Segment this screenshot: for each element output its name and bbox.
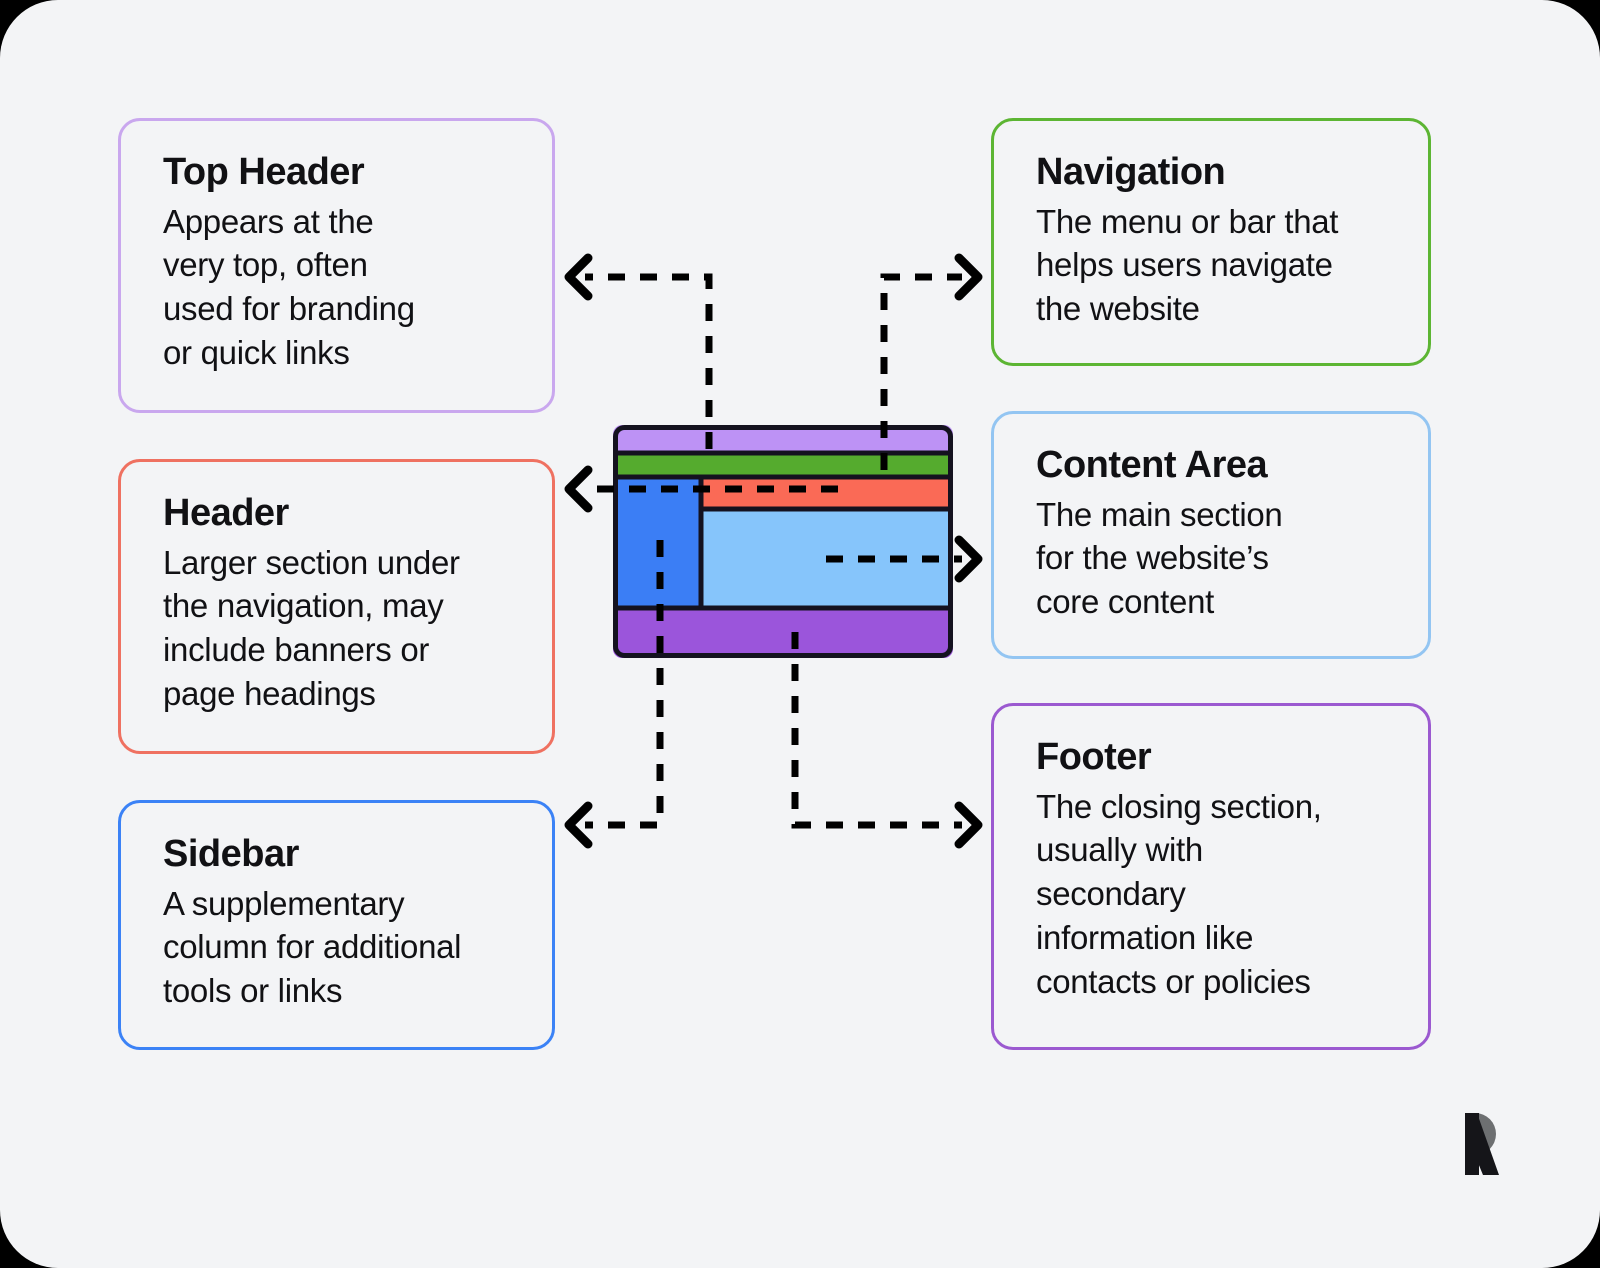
card-top-header-description: Appears at the very top, often used for … bbox=[163, 202, 415, 372]
wireframe-sidebar-column bbox=[613, 477, 701, 608]
card-sidebar[interactable]: Sidebar A supplementary column for addit… bbox=[118, 800, 555, 1050]
wireframe-footer-band bbox=[613, 608, 953, 658]
connector-top-header bbox=[585, 273, 713, 449]
card-sidebar-description: A supplementary column for additional to… bbox=[163, 884, 462, 1010]
navigation-arrow-icon bbox=[954, 253, 983, 301]
wireframe-navigation-band bbox=[613, 453, 953, 477]
content-area-arrow-icon bbox=[954, 535, 983, 583]
card-header[interactable]: Header Larger section under the navigati… bbox=[118, 459, 555, 754]
card-navigation-title: Navigation bbox=[1036, 151, 1226, 193]
card-header-description: Larger section under the navigation, may… bbox=[163, 543, 460, 713]
card-footer-description: The closing section, usually with second… bbox=[1036, 787, 1322, 1001]
brand-logo-r-icon bbox=[1465, 1113, 1499, 1175]
card-footer[interactable]: Footer The closing section, usually with… bbox=[991, 703, 1431, 1050]
wireframe-content-area bbox=[701, 509, 953, 608]
wireframe-header-band bbox=[701, 477, 953, 509]
card-content-area-title: Content Area bbox=[1036, 444, 1268, 486]
card-content-area[interactable]: Content Area The main section for the we… bbox=[991, 411, 1431, 659]
card-header-title: Header bbox=[163, 492, 289, 534]
card-footer-title: Footer bbox=[1036, 736, 1152, 778]
card-sidebar-title: Sidebar bbox=[163, 833, 299, 875]
card-top-header[interactable]: Top Header Appears at the very top, ofte… bbox=[118, 118, 555, 413]
logo-stem-bar bbox=[1465, 1113, 1479, 1175]
card-content-area-description: The main section for the website’s core … bbox=[1036, 495, 1283, 621]
card-navigation-description: The menu or bar that helps users navigat… bbox=[1036, 202, 1339, 328]
sidebar-arrow-icon bbox=[564, 801, 593, 849]
card-top-header-title: Top Header bbox=[163, 151, 365, 193]
website-layout-wireframe bbox=[613, 425, 953, 658]
header-arrow-icon bbox=[564, 465, 593, 513]
footer-arrow-icon bbox=[954, 801, 983, 849]
card-navigation[interactable]: Navigation The menu or bar that helps us… bbox=[991, 118, 1431, 366]
connector-footer bbox=[791, 632, 962, 829]
top-header-arrow-icon bbox=[564, 253, 593, 301]
